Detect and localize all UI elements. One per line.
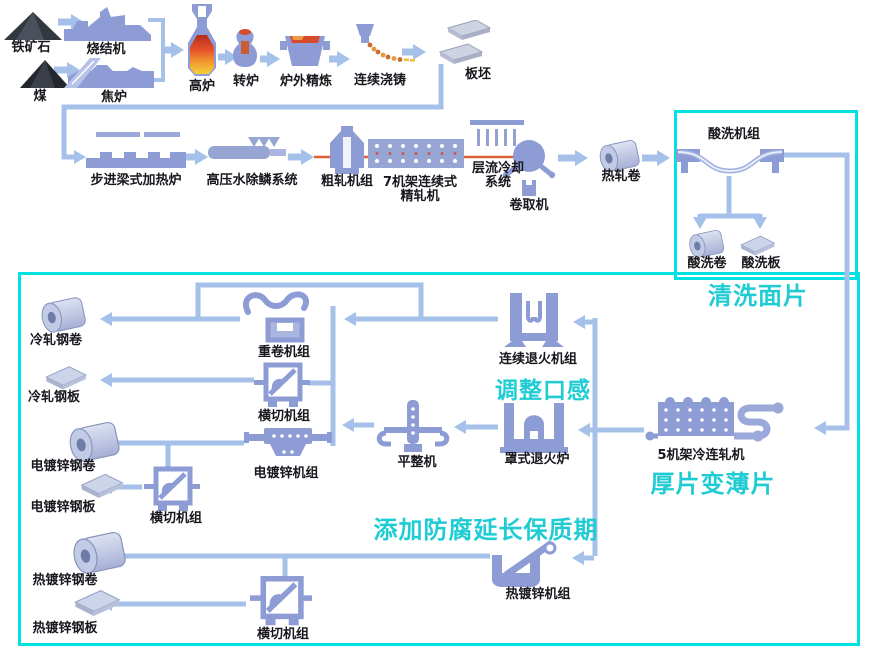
label-tandem: 5机架冷连轧机 xyxy=(657,448,745,463)
electro-galvanized-sheet-icon xyxy=(80,473,124,498)
cold-rolled-coil-icon xyxy=(41,297,86,333)
coal-pile-icon xyxy=(20,60,70,88)
label-ladle-refining: 炉外精炼 xyxy=(279,74,332,89)
label-pickled-coil: 酸洗卷 xyxy=(687,256,727,271)
cross-cut-line-a-icon xyxy=(254,362,310,407)
hot-dip-galvanized-sheet-icon xyxy=(74,589,121,616)
label-recoiling: 重卷机组 xyxy=(257,345,310,360)
electro-galvanized-coil-icon xyxy=(69,421,120,462)
label-galvanizing: 热镀锌机组 xyxy=(505,587,571,602)
iron-ore-pile-icon xyxy=(4,12,62,40)
label-finish-1: 7机架连续式 xyxy=(382,175,458,190)
pickled-coil-icon xyxy=(689,229,725,258)
label-converter: 转炉 xyxy=(232,74,259,89)
ladle-refining-icon xyxy=(280,36,330,66)
recoiling-line-icon xyxy=(243,291,309,343)
converter-icon xyxy=(233,29,257,67)
label-sinter: 烧结机 xyxy=(86,42,126,57)
label-crc-coil: 冷轧钢卷 xyxy=(29,333,82,348)
laminar-cooling-icon xyxy=(470,120,524,146)
annotation-thin: 厚片变薄片 xyxy=(650,470,776,498)
label-coke-oven: 焦炉 xyxy=(100,90,127,105)
reheating-furnace-icon xyxy=(86,132,186,168)
label-temper: 平整机 xyxy=(397,455,437,470)
label-slab: 板坯 xyxy=(464,67,491,82)
cold-rolled-sheet-icon xyxy=(45,366,88,390)
label-cooling-2: 系统 xyxy=(484,175,511,190)
label-casting: 连续浇铸 xyxy=(353,73,406,88)
label-coiler: 卷取机 xyxy=(509,198,549,213)
label-iron-ore: 铁矿石 xyxy=(11,40,51,55)
label-cut-a: 横切机组 xyxy=(257,409,310,424)
blast-furnace-icon xyxy=(188,4,216,76)
label-eg-coil: 电镀锌钢卷 xyxy=(30,459,96,474)
label-cooling-1: 层流冷却 xyxy=(471,161,524,176)
label-cut-c: 横切机组 xyxy=(256,627,309,642)
continuous-caster-icon xyxy=(356,24,415,62)
label-gi-coil: 热镀锌钢卷 xyxy=(32,573,98,588)
label-reheat: 步进梁式加热炉 xyxy=(90,173,182,188)
roughing-mill-icon xyxy=(330,126,364,174)
coiler-icon xyxy=(502,140,556,196)
continuous-annealing-icon xyxy=(504,293,564,347)
label-egl: 电镀锌机组 xyxy=(253,466,319,481)
label-gi-sheet: 热镀锌钢板 xyxy=(32,621,98,636)
cross-cut-line-c-icon xyxy=(250,576,312,626)
annotation-taste: 调整口感 xyxy=(495,378,591,404)
label-eg-sheet: 电镀锌钢板 xyxy=(30,500,96,515)
label-finish-2: 精轧机 xyxy=(400,189,440,204)
temper-mill-icon xyxy=(376,400,450,452)
label-descale: 高压水除鳞系统 xyxy=(206,173,298,188)
descaling-system-icon xyxy=(208,137,286,159)
slab-icon xyxy=(438,20,492,64)
bell-annealing-furnace-icon xyxy=(500,403,568,453)
label-annealing: 连续退火机组 xyxy=(498,352,577,367)
cross-cut-line-b-icon xyxy=(144,466,200,511)
label-rough: 粗轧机组 xyxy=(320,174,373,189)
electro-galvanizing-line-icon xyxy=(244,428,332,456)
label-crc-sheet: 冷轧钢板 xyxy=(27,390,80,405)
label-cut-b: 横切机组 xyxy=(149,511,202,526)
hot-dip-galvanized-coil-icon xyxy=(73,531,126,574)
coke-oven-icon xyxy=(64,58,154,88)
cold-rolling-section-frame xyxy=(18,272,860,646)
hot-dip-galvanizing-icon xyxy=(492,540,557,587)
label-blast-furnace: 高炉 xyxy=(188,79,215,94)
pickling-line-icon xyxy=(676,149,784,174)
label-coal: 煤 xyxy=(33,89,47,104)
annotation-preserve: 添加防腐延长保质期 xyxy=(373,516,599,544)
label-hot-coil: 热轧卷 xyxy=(601,169,641,184)
label-pickling-unit: 酸洗机组 xyxy=(707,127,760,142)
pickling-section-frame xyxy=(674,110,858,280)
annotation-wash: 清洗面片 xyxy=(708,282,808,310)
label-bell: 罩式退火炉 xyxy=(504,452,570,467)
hot-coil-icon xyxy=(599,139,640,172)
pickled-plate-icon xyxy=(740,235,776,256)
tandem-cold-mill-icon xyxy=(645,397,784,442)
sintering-machine-icon xyxy=(64,7,151,41)
finishing-mill-icon xyxy=(368,139,464,168)
label-pickled-plate: 酸洗板 xyxy=(741,256,781,271)
